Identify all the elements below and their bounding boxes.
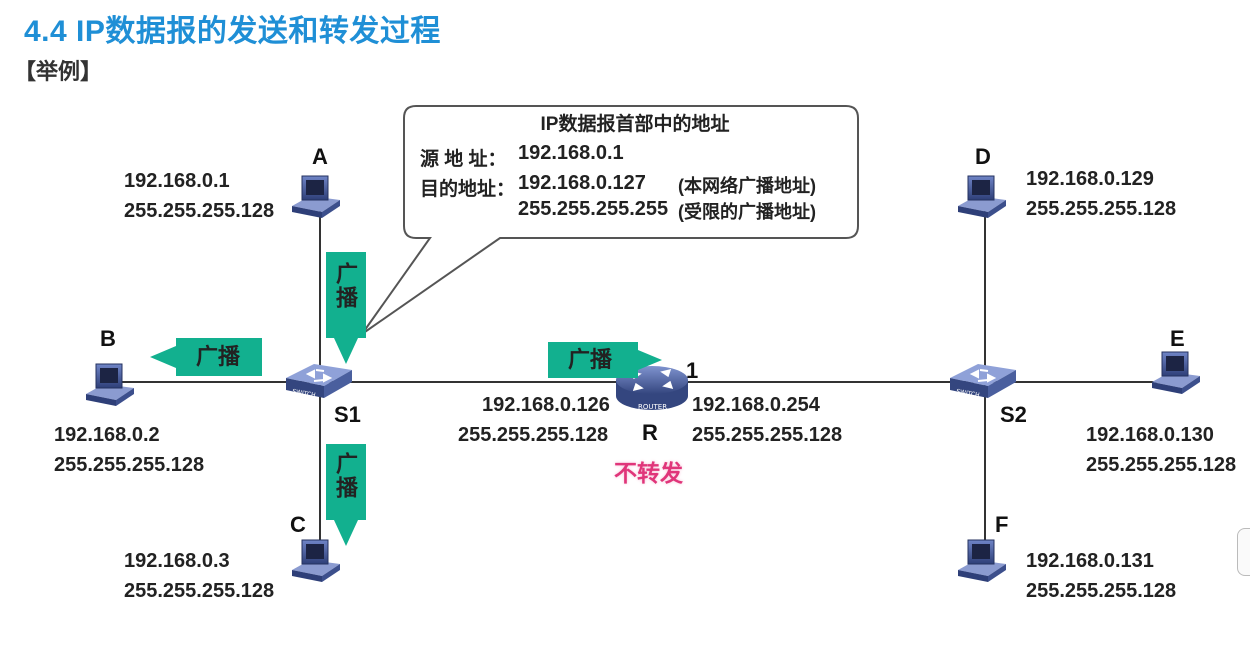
router-label: R (642, 420, 658, 445)
router-right-ip: 192.168.0.254 (692, 394, 820, 416)
host-d-letter: D (975, 144, 991, 169)
host-c-letter: C (290, 512, 306, 537)
host-e-letter: E (1170, 326, 1185, 351)
router-port-number: 1 (686, 358, 699, 383)
broadcast-label-bottom: 广播 (333, 452, 358, 500)
host-e-ip: 192.168.0.130 (1086, 424, 1214, 446)
host-a-icon[interactable] (291, 175, 341, 219)
router-right-mask: 255.255.255.128 (692, 424, 843, 446)
host-a-ip: 192.168.0.1 (124, 170, 230, 192)
router-left-ip: 192.168.0.126 (482, 394, 610, 416)
host-e-mask: 255.255.255.128 (1086, 454, 1237, 476)
broadcast-arrow-right (548, 342, 662, 378)
no-forward-label: 不转发 (614, 460, 683, 486)
broadcast-label-left: 广播 (196, 344, 241, 369)
broadcast-label-right: 广播 (568, 347, 613, 372)
host-b-letter: B (100, 326, 116, 351)
host-b-mask: 255.255.255.128 (54, 454, 205, 476)
host-d-ip: 192.168.0.129 (1026, 168, 1154, 190)
host-e-icon[interactable] (1151, 351, 1201, 395)
dst-value-1: 192.168.0.127 (518, 172, 646, 194)
side-panel-handle[interactable] (1237, 528, 1250, 576)
broadcast-arrow-down-bottom (326, 444, 366, 546)
callout-heading: IP数据报首部中的地址 (540, 114, 730, 135)
example-heading: 【举例】 (14, 59, 103, 84)
host-c-ip: 192.168.0.3 (124, 550, 230, 572)
host-a-letter: A (312, 144, 328, 169)
router-left-mask: 255.255.255.128 (458, 424, 609, 446)
router-caption: ROUTER (638, 403, 667, 411)
host-f-mask: 255.255.255.128 (1026, 580, 1177, 602)
switch-s2-icon[interactable] (949, 363, 1017, 401)
host-c-icon[interactable] (291, 539, 341, 583)
router-icon[interactable]: ROUTER (616, 366, 688, 411)
dst-note-2: (受限的广播地址) (678, 202, 816, 222)
src-value: 192.168.0.1 (518, 142, 624, 164)
page-title: 4.4 IP数据报的发送和转发过程 (24, 15, 441, 48)
host-f-letter: F (995, 512, 1009, 537)
switch-s2-label: S2 (1000, 402, 1027, 427)
host-f-icon[interactable] (957, 539, 1007, 583)
host-a-mask: 255.255.255.128 (124, 200, 275, 222)
host-b-ip: 192.168.0.2 (54, 424, 160, 446)
switch-s1-label: S1 (334, 402, 361, 427)
dst-value-2: 255.255.255.255 (518, 198, 669, 220)
broadcast-arrow-left (150, 338, 262, 376)
callout-bubble (361, 105, 859, 335)
host-d-icon[interactable] (957, 175, 1007, 219)
host-d-mask: 255.255.255.128 (1026, 198, 1177, 220)
host-f-ip: 192.168.0.131 (1026, 550, 1154, 572)
broadcast-arrow-down-top (326, 252, 366, 364)
dst-label: 目的地址： (420, 179, 516, 200)
host-c-mask: 255.255.255.128 (124, 580, 275, 602)
switch-s1-icon[interactable] (285, 363, 353, 401)
src-label: 源 地 址： (420, 149, 507, 170)
broadcast-label-top: 广播 (333, 262, 358, 310)
host-b-icon[interactable] (85, 363, 135, 407)
callout-content: IP数据报首部中的地址 源 地 址： 192.168.0.1 目的地址： 192… (420, 112, 850, 228)
dst-note-1: (本网络广播地址) (678, 176, 816, 196)
